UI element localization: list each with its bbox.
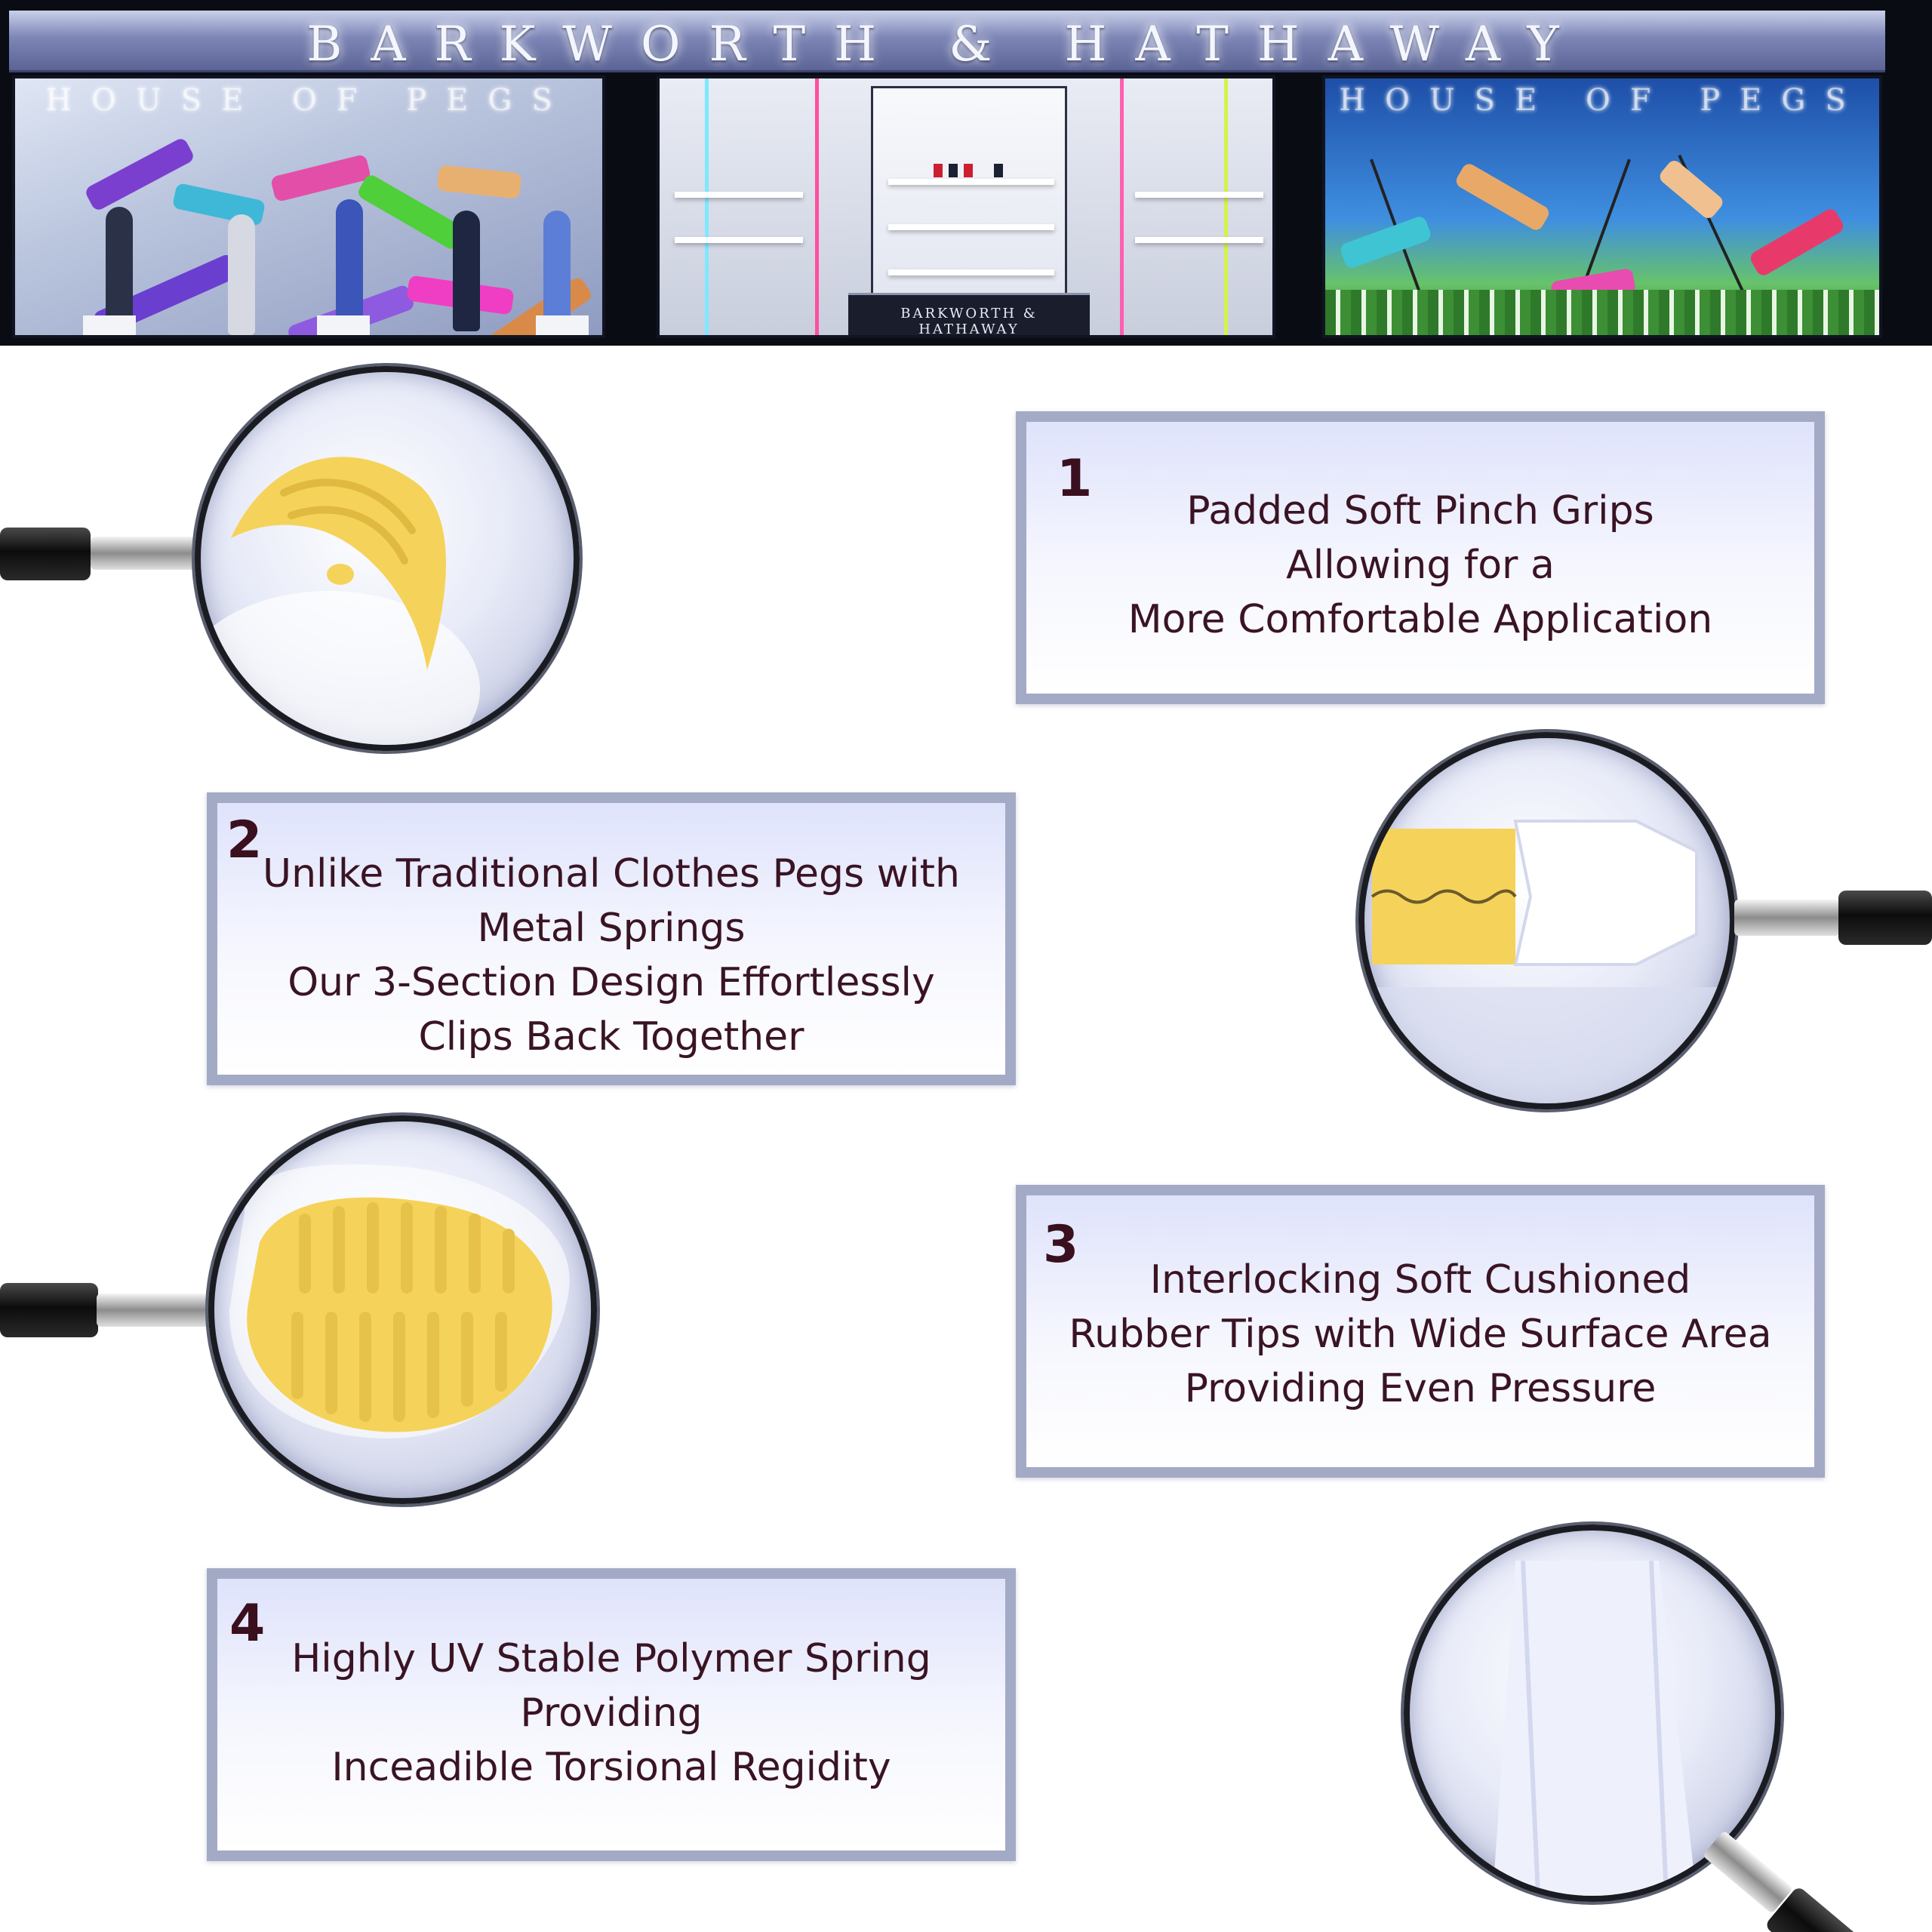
- feature-line: Metal Springs: [477, 906, 746, 951]
- shop-window-right: HOUSE OF PEGS: [1322, 75, 1882, 338]
- product-box: [964, 164, 973, 177]
- product-box: [934, 164, 943, 177]
- feature-line: Providing Even Pressure: [1184, 1366, 1657, 1411]
- product-box: [949, 164, 958, 177]
- feature-line: Unlike Traditional Clothes Pegs with: [263, 851, 960, 897]
- mannequin: [336, 199, 363, 328]
- feature-line: Highly UV Stable Polymer Spring: [291, 1636, 931, 1681]
- display-shelf: [888, 224, 1054, 230]
- feature-panel-2: 2 Unlike Traditional Clothes Pegs with M…: [207, 792, 1016, 1085]
- feature-line: Providing: [520, 1690, 703, 1736]
- magnifier-spring-section: [1358, 732, 1932, 1109]
- feature-line: Padded Soft Pinch Grips: [1186, 488, 1654, 534]
- feature-line: Inceadible Torsional Regidity: [331, 1745, 891, 1790]
- feature-line: Interlocking Soft Cushioned: [1149, 1257, 1691, 1303]
- feature-panel-3: 3 Interlocking Soft Cushioned Rubber Tip…: [1016, 1185, 1825, 1478]
- shop-window-left: HOUSE OF PEGS: [12, 75, 605, 338]
- feature-panel-1: 1 Padded Soft Pinch Grips Allowing for a…: [1016, 411, 1825, 704]
- rubber-tips-closeup: [229, 1164, 570, 1438]
- magnifier-ferrule: [1734, 900, 1840, 936]
- product-box: [994, 164, 1003, 177]
- feature-description: Padded Soft Pinch Grips Allowing for a M…: [1026, 484, 1814, 647]
- magnifier-handle: [1838, 891, 1932, 945]
- feature-line: Our 3-Section Design Effortlessly: [288, 960, 935, 1005]
- feature-line: Clips Back Together: [418, 1014, 804, 1060]
- plinth: [317, 315, 370, 335]
- feature-description: Unlike Traditional Clothes Pegs with Met…: [217, 847, 1005, 1064]
- feature-number: 4: [229, 1594, 266, 1654]
- magnifier-ferrule: [91, 537, 196, 570]
- counter-sign-text: BARKWORTH & HATHAWAY: [900, 306, 1038, 337]
- flower-bed: [1325, 290, 1879, 335]
- mannequin: [106, 207, 133, 335]
- soft-grip-closeup: [201, 457, 480, 745]
- magnifying-glass-icon: [1358, 732, 1736, 1109]
- plinth: [83, 315, 136, 335]
- feature-number: 3: [1043, 1215, 1079, 1275]
- feature-description: Interlocking Soft Cushioned Rubber Tips …: [1026, 1253, 1814, 1416]
- feature-line: More Comfortable Application: [1128, 597, 1713, 642]
- neon-strip: [815, 78, 819, 335]
- magnifier-handle: [0, 1283, 98, 1337]
- magnifier-ferrule: [97, 1294, 210, 1327]
- neon-strip: [705, 78, 709, 335]
- window-caption-right: HOUSE OF PEGS: [1339, 83, 1866, 118]
- magnifying-glass-icon: [195, 366, 580, 751]
- spring-section-closeup: [1364, 820, 1730, 1103]
- window-caption-left: HOUSE OF PEGS: [45, 83, 572, 118]
- plinth: [536, 315, 589, 335]
- mannequin: [543, 211, 571, 324]
- magnifying-glass-icon: [208, 1115, 597, 1504]
- feature-number: 2: [226, 811, 263, 870]
- storefront-banner: BARKWORTH & HATHAWAY HOUSE OF PEGS: [0, 0, 1932, 346]
- shelf: [1135, 237, 1263, 243]
- magnifier-rubber-tips: [0, 1115, 604, 1504]
- shop-counter: BARKWORTH & HATHAWAY: [848, 293, 1090, 335]
- display-shelf: [888, 269, 1054, 275]
- shelf: [1135, 192, 1263, 198]
- feature-description: Highly UV Stable Polymer Spring Providin…: [217, 1632, 1005, 1795]
- shelf: [675, 192, 803, 198]
- display-shelf: [888, 179, 1054, 185]
- polymer-spring-closeup: [1493, 1560, 1697, 1896]
- mannequin: [453, 211, 480, 331]
- feature-panel-4: 4 Highly UV Stable Polymer Spring Provid…: [207, 1568, 1016, 1861]
- shop-entrance: BARKWORTH & HATHAWAY: [657, 75, 1275, 338]
- neon-strip: [1120, 78, 1124, 335]
- feature-line: Rubber Tips with Wide Surface Area: [1069, 1312, 1772, 1357]
- magnifier-ferrule: [1702, 1830, 1794, 1914]
- shop-sign-text: BARKWORTH & HATHAWAY: [306, 17, 1588, 72]
- feature-line: Allowing for a: [1286, 543, 1555, 588]
- magnifier-soft-grip: [0, 366, 589, 751]
- shelf: [675, 237, 803, 243]
- feature-number: 1: [1057, 449, 1093, 509]
- mannequin: [228, 214, 255, 335]
- magnifier-polymer-spring: [1404, 1524, 1932, 1932]
- shop-sign: BARKWORTH & HATHAWAY: [9, 11, 1885, 72]
- magnifier-handle: [0, 528, 91, 580]
- neon-strip: [1224, 78, 1228, 335]
